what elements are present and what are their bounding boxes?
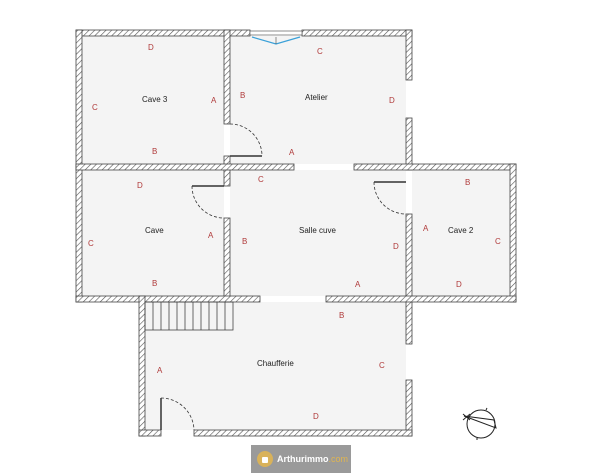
wall-label: A: [157, 366, 163, 375]
logo-text: Arthurimmo.com: [277, 454, 348, 464]
wall-label: D: [313, 412, 319, 421]
doors: [160, 123, 407, 431]
stairs: [144, 301, 234, 331]
floors: [82, 36, 510, 430]
logo-icon: [257, 451, 273, 467]
wall-label: B: [152, 279, 157, 288]
wall-label: C: [258, 175, 264, 184]
wall-label: B: [339, 311, 344, 320]
wall-label: B: [242, 237, 247, 246]
wall-label: C: [92, 103, 98, 112]
wall-labels: D C A B C B D A D C A B C B D A B A C D …: [88, 43, 501, 421]
wall-label: D: [137, 181, 143, 190]
room-label-cave2: Cave 2: [448, 226, 474, 235]
logo-brand: Arthurimmo: [277, 454, 329, 464]
wall-label: C: [379, 361, 385, 370]
arthurimmo-logo: Arthurimmo.com: [251, 445, 351, 473]
wall-label: D: [393, 242, 399, 251]
wall-label: D: [148, 43, 154, 52]
wall-label: C: [317, 47, 323, 56]
room-labels: Cave 3 Atelier Cave Salle cuve Cave 2 Ch…: [142, 93, 474, 368]
wall-label: A: [208, 231, 214, 240]
logo-tld: .com: [328, 454, 349, 464]
wall-label: A: [423, 224, 429, 233]
compass-icon: [462, 407, 497, 440]
wall-label: A: [355, 280, 361, 289]
wall-label: B: [465, 178, 470, 187]
wall-label: C: [88, 239, 94, 248]
wall-label: C: [495, 237, 501, 246]
walls: [75, 29, 517, 437]
room-label-cave3: Cave 3: [142, 95, 168, 104]
wall-label: D: [456, 280, 462, 289]
wall-label: B: [240, 91, 245, 100]
wall-label: D: [389, 96, 395, 105]
room-label-cave: Cave: [145, 226, 164, 235]
wall-label: B: [152, 147, 157, 156]
room-label-salle-cuve: Salle cuve: [299, 226, 336, 235]
window-atelier: [249, 30, 303, 45]
room-label-atelier: Atelier: [305, 93, 328, 102]
wall-label: A: [289, 148, 295, 157]
wall-label: A: [211, 96, 217, 105]
room-label-chaufferie: Chaufferie: [257, 359, 294, 368]
